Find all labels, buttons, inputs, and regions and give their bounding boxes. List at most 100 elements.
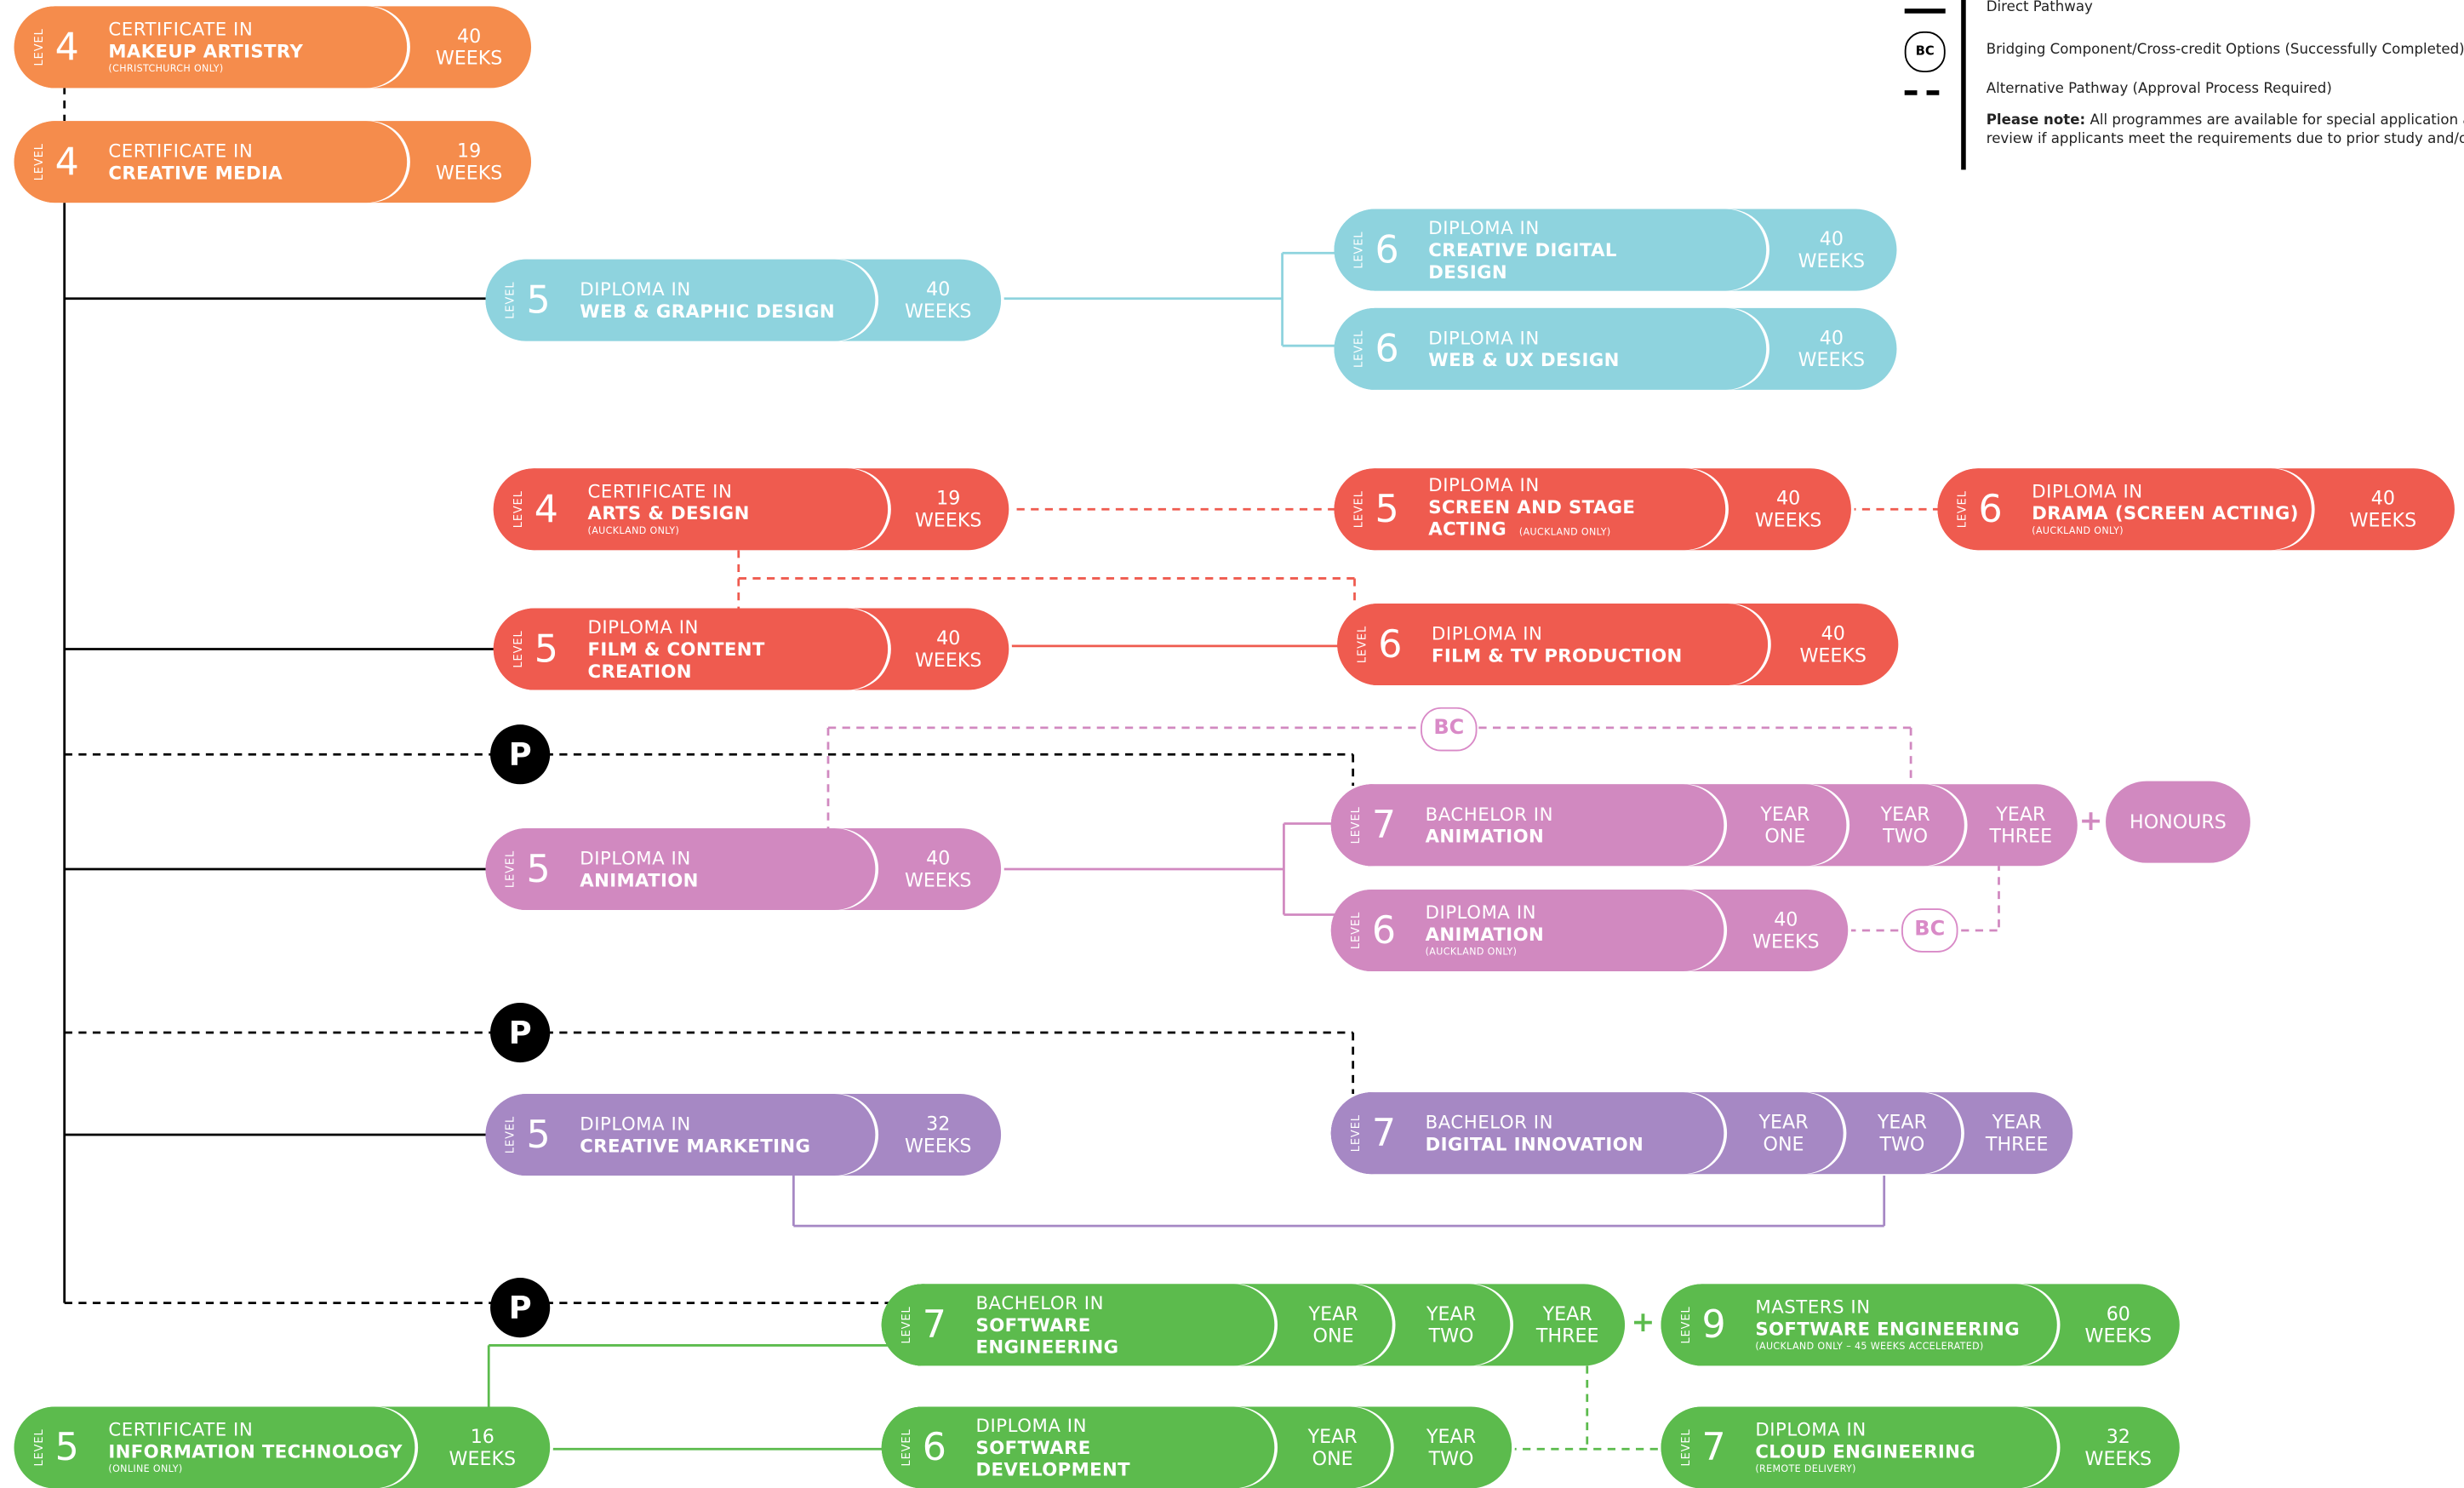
level-text: LEVEL — [504, 1115, 517, 1154]
level-label: LEVEL — [1675, 1406, 1697, 1488]
segment-line-bottom: WEEKS — [904, 869, 972, 891]
location-note: (REMOTE DELIVERY) — [1755, 1463, 1856, 1475]
note-line-1: All programmes are available for special… — [2090, 112, 2464, 129]
level-label: LEVEL — [895, 1284, 918, 1365]
title-line-2: ARTS & DESIGN — [587, 501, 750, 524]
segment-line-top: 40 — [1774, 908, 1798, 931]
title-line-2: MAKEUP ARTISTRY — [108, 40, 304, 62]
title-line-2: INFORMATION TECHNOLOGY — [108, 1440, 403, 1462]
segment-line-bottom: THREE — [1985, 1133, 2049, 1156]
title-line-3-text: CREATION — [587, 660, 692, 683]
title-line-2: FILM & TV PRODUCTION — [1431, 644, 1683, 667]
segment-line-bottom: WEEKS — [435, 162, 503, 185]
level-label: LEVEL — [1345, 1092, 1367, 1174]
location-note: (CHRISTCHURCH ONLY) — [108, 63, 224, 75]
title-line-1: CERTIFICATE IN — [108, 18, 254, 41]
title-line-2: ANIMATION — [1425, 825, 1545, 848]
title-line-3: DEVELOPMENT — [976, 1458, 1130, 1480]
level-number: 7 — [1701, 1425, 1726, 1470]
title-line-1: DIPLOMA IN — [1431, 622, 1543, 644]
level-number: 4 — [54, 140, 79, 185]
level-label: LEVEL — [500, 1094, 522, 1176]
title-line-1: MASTERS IN — [1755, 1296, 1871, 1319]
segment-line-bottom: WEEKS — [1798, 249, 1866, 272]
title-line-3: DESIGN — [1428, 260, 1616, 283]
level-number: 7 — [1371, 1111, 1397, 1156]
title-line-1: DIPLOMA IN — [587, 615, 699, 638]
bc-legend-icon: BC — [1904, 31, 1946, 72]
bc-badge: BC — [1901, 908, 1958, 953]
level-number: 5 — [1375, 487, 1399, 532]
level-number: 4 — [54, 25, 79, 70]
segment-line-top: 40 — [457, 25, 482, 48]
segment-line-top: 40 — [1821, 622, 1845, 644]
segment-line-bottom: TWO — [1428, 1447, 1474, 1470]
title-line-3: CREATION — [588, 660, 765, 682]
level-label: LEVEL — [1345, 890, 1367, 971]
honours-pill[interactable]: HONOURS — [2106, 781, 2250, 863]
level-label: LEVEL — [1352, 604, 1374, 685]
title-line-3: ENGINEERING — [976, 1336, 1119, 1358]
segment-line-top: 60 — [2106, 1302, 2130, 1325]
level-label: LEVEL — [1348, 209, 1370, 291]
title-line-1: DIPLOMA IN — [1428, 473, 1540, 496]
level-label: LEVEL — [500, 828, 522, 910]
legend-note-line-2: review if applicants meet the requiremen… — [1986, 132, 2464, 148]
segment-line-top: YEAR — [1877, 1111, 1927, 1134]
segment-line-bottom: WEEKS — [904, 1135, 972, 1157]
level-number: 5 — [526, 278, 551, 323]
level-number: 7 — [922, 1302, 946, 1348]
segment-line-top: YEAR — [1426, 1425, 1477, 1448]
segment-line-top: 40 — [1775, 487, 1801, 510]
title-line-1: DIPLOMA IN — [580, 278, 691, 300]
level-label: LEVEL — [507, 609, 529, 690]
